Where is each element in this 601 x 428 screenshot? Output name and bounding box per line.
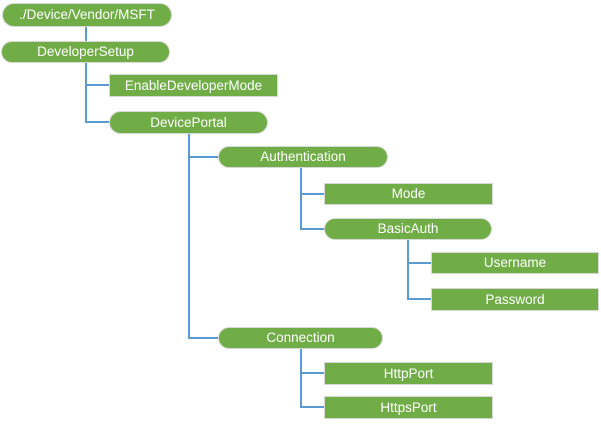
connector-username-branch: [407, 262, 432, 264]
connector-basicauth-branch: [300, 228, 325, 230]
node-enabledevelopermode: EnableDeveloperMode: [109, 74, 278, 97]
connector-developersetup-trunk: [85, 63, 87, 123]
connector-deviceportal-branch: [85, 121, 110, 123]
node-basicauth: BasicAuth: [324, 218, 492, 240]
node-developersetup: DeveloperSetup: [1, 41, 170, 63]
connector-httpsport-branch: [300, 406, 325, 408]
connector-httpport-branch: [300, 372, 325, 374]
node-password: Password: [431, 288, 599, 311]
node-deviceportal: DevicePortal: [109, 111, 268, 134]
node-username: Username: [431, 252, 599, 274]
connector-mode-branch: [300, 193, 325, 195]
connector-deviceportal-trunk: [188, 134, 190, 338]
connector-root-developersetup: [85, 27, 87, 41]
connector-connection-branch: [188, 337, 219, 339]
connector-basicauth-trunk: [407, 240, 409, 300]
node-mode: Mode: [324, 183, 493, 205]
node-root-path: ./Device/Vendor/MSFT: [2, 3, 172, 27]
connector-password-branch: [407, 298, 432, 300]
node-authentication: Authentication: [218, 146, 388, 168]
connector-authentication-trunk: [300, 168, 302, 229]
node-connection: Connection: [218, 327, 383, 349]
node-httpport: HttpPort: [324, 362, 493, 385]
connector-authentication-branch: [188, 156, 219, 158]
connector-enabledevelopermode-branch: [85, 84, 110, 86]
node-httpsport: HttpsPort: [324, 396, 493, 419]
connector-connection-trunk: [300, 349, 302, 408]
